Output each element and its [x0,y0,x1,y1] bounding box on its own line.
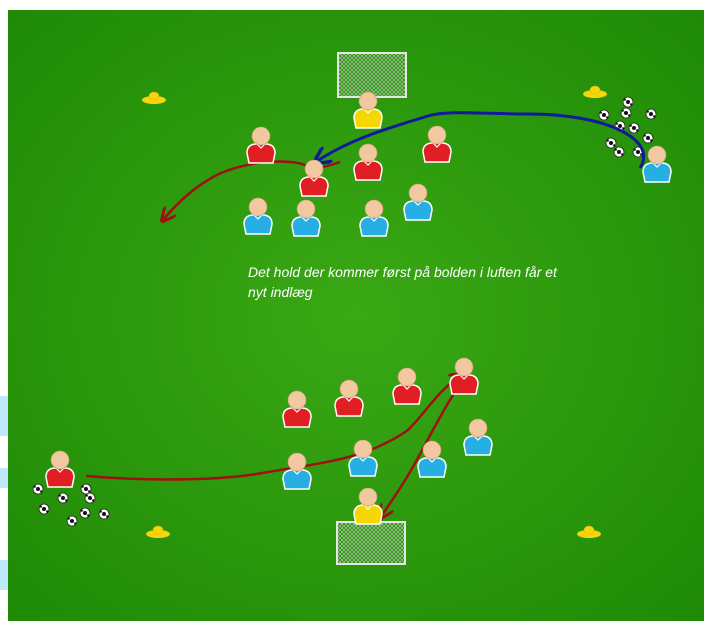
exercise-caption: Det hold der kommer først på bolden i lu… [248,262,568,302]
left-edge-highlight [0,396,8,436]
pitch [8,10,704,621]
goal-icon [337,522,405,564]
left-edge-highlight [0,468,8,488]
left-edge-highlight [0,560,8,590]
goal-icon [338,53,406,97]
